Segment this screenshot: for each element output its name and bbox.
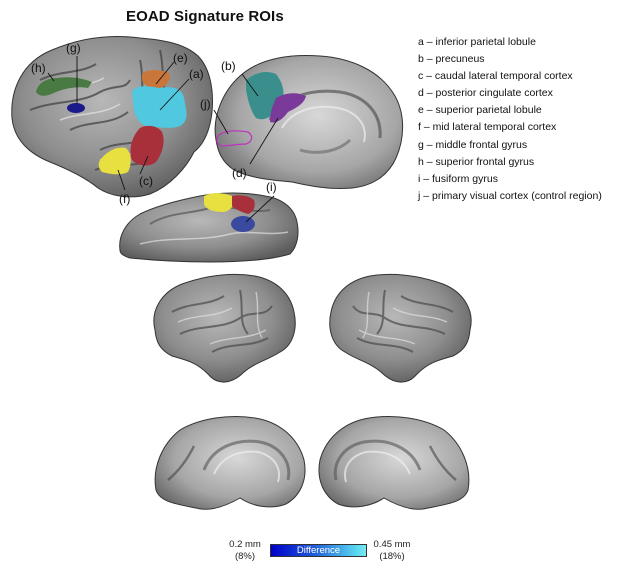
label-f: (f) <box>119 192 130 206</box>
colorbar-min-percent: (8%) <box>234 551 256 562</box>
difference-colorbar: Difference <box>270 544 367 557</box>
legend-item-g: g – middle frontal gyrus <box>418 138 528 151</box>
label-e: (e) <box>173 51 188 65</box>
legend-item-a: a – inferior parietal lobule <box>418 36 536 48</box>
roi-c-inferior-view <box>232 195 255 214</box>
bottom-right-medial-brain <box>318 416 470 510</box>
label-j: (j) <box>200 97 211 111</box>
roi-d-posterior-cingulate <box>270 93 306 123</box>
roi-f-mid-lateral-temporal <box>98 147 131 175</box>
bottom-left-medial-brain <box>154 416 306 510</box>
colorbar-max-label: 0.45 mm (18%) <box>372 539 412 563</box>
colorbar-max-percent: (18%) <box>379 551 405 562</box>
roi-g-middle-frontal <box>67 103 85 113</box>
roi-e-superior-parietal <box>142 70 170 89</box>
label-a: (a) <box>189 67 204 81</box>
label-c: (c) <box>139 174 153 188</box>
colorbar-max-value: 0.45 mm <box>373 539 411 550</box>
legend-item-d: d – posterior cingulate cortex <box>418 87 553 100</box>
region-labels: (h) (g) (e) (a) (b) (j) (d) (c) (f) (i) <box>31 41 277 206</box>
legend-item-i: i – fusiform gyrus <box>418 172 498 185</box>
roi-i-fusiform <box>231 216 255 232</box>
colorbar-min-label: 0.2 mm (8%) <box>228 539 262 563</box>
legend-item-c: c – caudal lateral temporal cortex <box>418 70 573 83</box>
label-h: (h) <box>31 61 46 75</box>
figure-title: EOAD Signature ROIs <box>126 8 284 25</box>
roi-f-inferior-view <box>204 193 234 212</box>
roi-legend: a – inferior parietal lobule b – precune… <box>418 34 602 205</box>
top-inferior-brain <box>119 192 299 263</box>
label-g: (g) <box>66 41 81 55</box>
roi-h-superior-frontal <box>36 77 92 96</box>
top-medial-brain <box>214 55 404 189</box>
legend-item-e: e – superior parietal lobule <box>418 104 542 117</box>
bottom-left-lateral-brain <box>153 273 296 383</box>
roi-j-primary-visual <box>216 130 253 147</box>
legend-item-b: b – precuneus <box>418 53 485 66</box>
leader-lines <box>47 56 279 223</box>
label-d: (d) <box>232 166 247 180</box>
roi-c-caudal-lateral-temporal <box>130 125 164 166</box>
colorbar-label: Difference <box>296 545 341 556</box>
legend-item-j: j – primary visual cortex (control regio… <box>418 189 602 202</box>
legend-item-f: f – mid lateral temporal cortex <box>418 121 557 134</box>
legend-item-h: h – superior frontal gyrus <box>418 155 535 168</box>
label-i: (i) <box>266 180 277 194</box>
label-b: (b) <box>221 59 236 73</box>
bottom-right-lateral-brain <box>329 273 472 383</box>
roi-a-inferior-parietal <box>132 86 187 128</box>
colorbar-min-value: 0.2 mm <box>229 539 261 550</box>
